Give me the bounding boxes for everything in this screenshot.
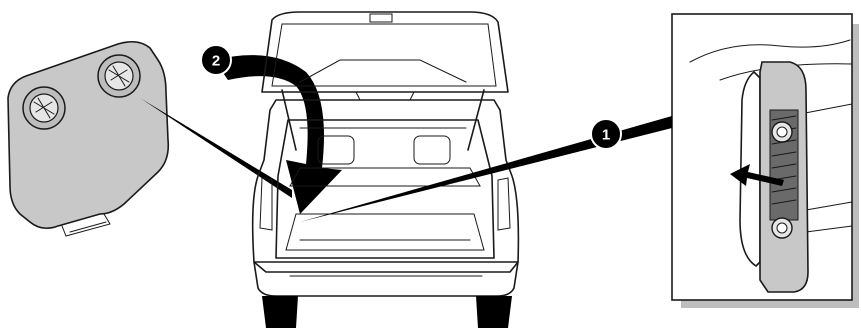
callout-1-badge: 1 <box>591 119 621 149</box>
bracket-knob-top-icon <box>772 122 792 142</box>
callout-2-label: 2 <box>212 53 220 70</box>
callout-1-label: 1 <box>602 127 610 144</box>
knob-left-icon <box>23 87 65 129</box>
removed-side-panel-icon <box>8 42 168 236</box>
callout-2-badge: 2 <box>201 45 231 75</box>
inset-detail-view-icon <box>672 14 859 308</box>
knob-right-icon <box>98 55 140 97</box>
bracket-knob-bottom-icon <box>772 218 792 238</box>
